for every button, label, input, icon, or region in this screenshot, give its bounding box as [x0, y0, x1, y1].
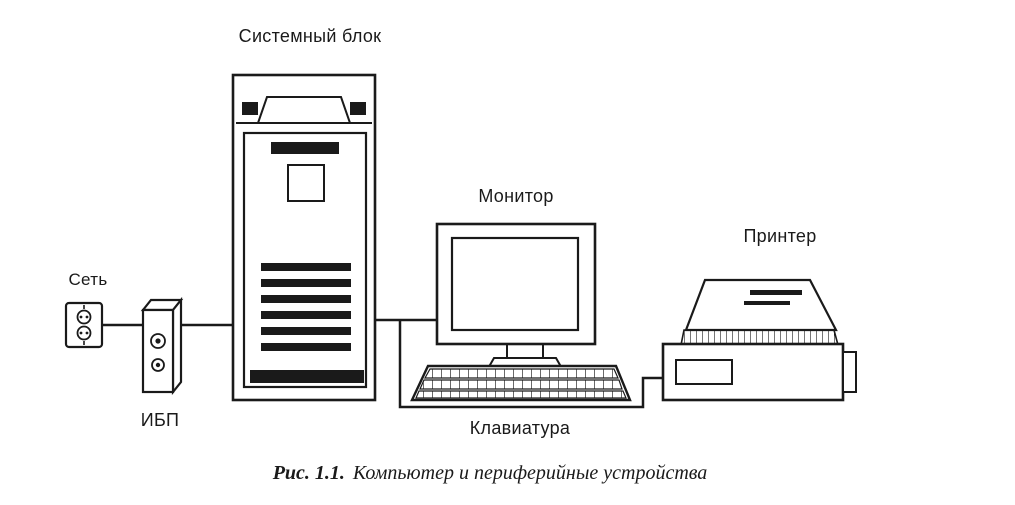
cable-system-unit-to-keyboard-printer — [398, 320, 663, 409]
label-monitor: Монитор — [478, 186, 554, 206]
ups-unit — [140, 296, 184, 396]
figure-caption: Рис. 1.1. Компьютер и периферийные устрой… — [180, 462, 800, 485]
label-printer: Принтер — [743, 226, 817, 246]
label-outlet: Сеть — [68, 270, 108, 289]
drive-bay-vents — [250, 263, 364, 383]
label-keyboard: Клавиатура — [469, 418, 571, 438]
label-ups: ИБП — [140, 410, 180, 430]
printer-paper — [684, 278, 838, 332]
wall-outlet — [64, 301, 104, 349]
keyboard-unit — [410, 364, 632, 402]
caption-number: Рис. 1.1. — [272, 462, 345, 484]
printer-unit — [661, 278, 857, 402]
keyboard-keys — [415, 368, 627, 399]
label-system-unit: Системный блок — [238, 26, 382, 46]
monitor-unit — [435, 222, 597, 373]
caption-text: Компьютер и периферийные устройства — [352, 462, 708, 484]
system-unit — [231, 73, 377, 402]
